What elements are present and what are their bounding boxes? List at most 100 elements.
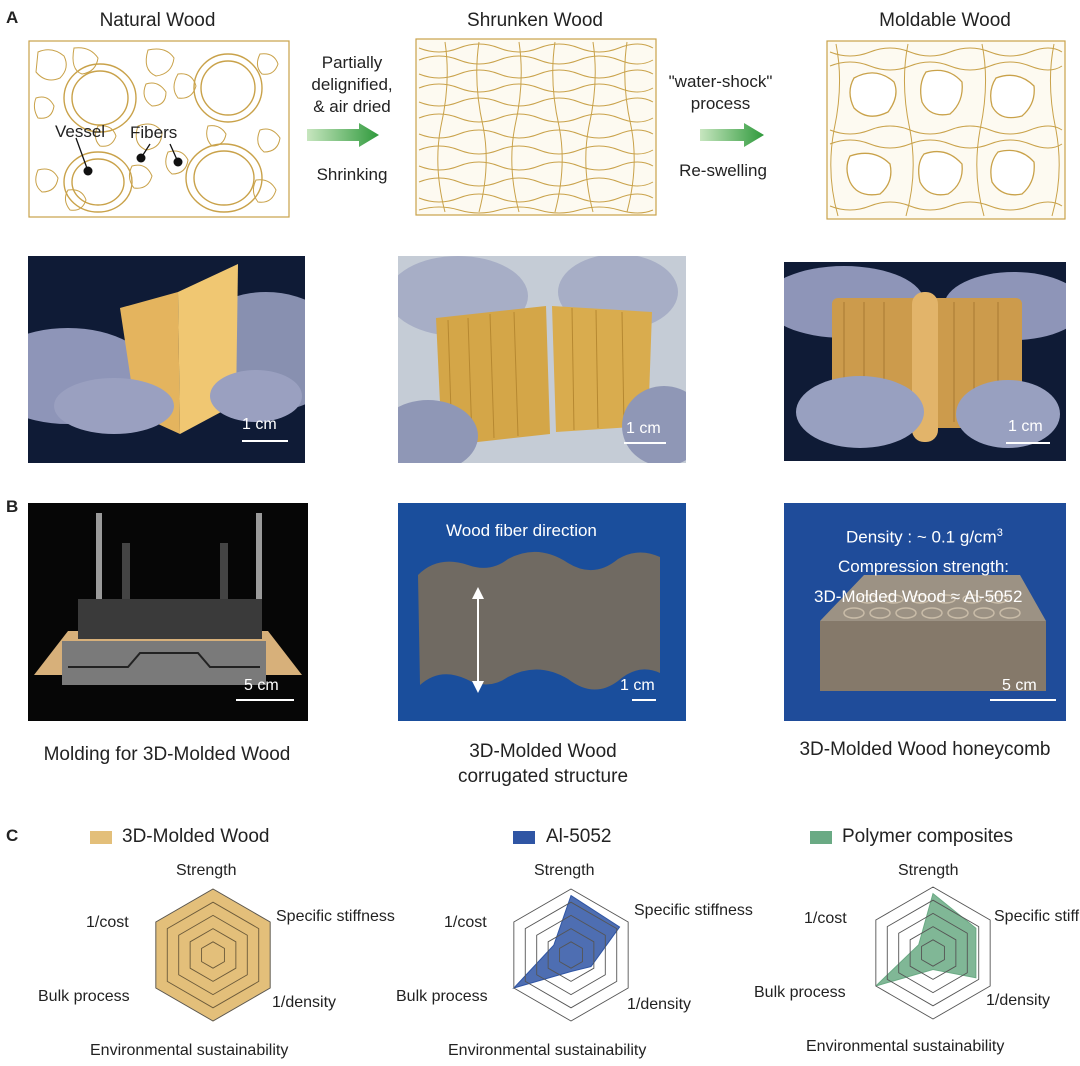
- step2-line-2: process: [690, 94, 751, 113]
- axis-strength-2: Strength: [534, 862, 595, 879]
- axis-cost-2: 1/cost: [444, 914, 487, 931]
- corrugated-caption-line-2: corrugated structure: [457, 766, 629, 787]
- re-swelling-arrow-icon: [700, 123, 764, 147]
- wood-fiber-direction-label: Wood fiber direction: [446, 521, 597, 540]
- mold-image: [34, 513, 302, 685]
- radar-series-1: [512, 894, 621, 989]
- corrugated-image: [418, 551, 660, 693]
- natural-wood-schematic: [28, 40, 290, 218]
- corrugated-caption-line-1: 3D-Molded Wood: [469, 741, 617, 762]
- shrinking-arrow-icon: [307, 123, 379, 147]
- radar-grid-ring-1-0: [559, 941, 583, 969]
- moldable-wood-title: Moldable Wood: [879, 10, 1011, 31]
- shrunken-wood-schematic: [415, 38, 657, 216]
- scale-bar-line-a1: [242, 440, 288, 442]
- legend-swatch-wood: [90, 831, 112, 844]
- density-label: Density : ~ 0.1 g/cm3: [846, 527, 1003, 548]
- compression-strength-label: Compression strength:: [838, 557, 1010, 576]
- shrinking-label: Shrinking: [316, 165, 388, 184]
- honeycomb-image: [820, 575, 1046, 691]
- vessel-label: Vessel: [55, 122, 106, 141]
- axis-bulk-process-2: Bulk process: [396, 988, 488, 1005]
- radar-grid-ring-0-3: [166, 901, 260, 1009]
- density-exponent: 3: [996, 527, 1003, 539]
- scale-bar-line-b1: [236, 699, 294, 701]
- mold-caption: Molding for 3D-Molded Wood: [43, 744, 291, 765]
- corrugated-photo: Wood fiber direction 1 cm: [398, 503, 686, 721]
- moldable-wood-fold-image: [784, 266, 1066, 448]
- axis-density-2: 1/density: [627, 996, 692, 1013]
- radar-grid-ring-0-1: [189, 928, 237, 982]
- radar-grid-ring-0-0: [201, 941, 225, 969]
- corrugated-caption: 3D-Molded Wood corrugated structure: [398, 739, 688, 789]
- shrunken-wood-break-photo: 1 cm: [398, 256, 686, 463]
- radar-chart-polymer: [875, 886, 991, 1020]
- scale-bar-line-b2: [632, 699, 656, 701]
- radar-chart-wood: [155, 888, 271, 1022]
- moldable-wood-fold-photo: 1 cm: [784, 262, 1066, 461]
- radar-series-2: [875, 892, 977, 987]
- radar-grid-ring-1-3: [524, 901, 618, 1009]
- panel-a-label: A: [6, 8, 19, 27]
- axis-bulk-process-1: Bulk process: [38, 988, 130, 1005]
- axis-strength-3: Strength: [898, 862, 959, 879]
- radar-series-0: [155, 888, 271, 1022]
- scale-bar-line-a3: [1006, 442, 1050, 444]
- radar-grid-ring-1-1: [547, 928, 595, 982]
- fibers-label: Fibers: [130, 123, 178, 142]
- compression-comparison-label: 3D-Molded Wood ≈ Al-5052: [814, 587, 1023, 606]
- axis-strength-1: Strength: [176, 862, 237, 879]
- radar-grid-ring-1-2: [536, 914, 606, 996]
- scale-bar-1cm-a2: 1 cm: [626, 420, 661, 437]
- radar-grid-ring-0-4: [155, 888, 271, 1022]
- step1-line-2: delignified,: [311, 75, 393, 94]
- axis-env-sustainability-1: Environmental sustainability: [90, 1042, 289, 1059]
- axis-cost-3: 1/cost: [804, 910, 847, 927]
- honeycomb-caption: 3D-Molded Wood honeycomb: [799, 739, 1051, 760]
- step2-description: "water-shock" process: [663, 71, 778, 115]
- scale-bar-1cm-a1: 1 cm: [242, 416, 277, 433]
- scale-bar-5cm-b1: 5 cm: [244, 677, 279, 694]
- axis-env-sustainability-2: Environmental sustainability: [448, 1042, 647, 1059]
- step1-description: Partially delignified, & air dried: [292, 52, 412, 118]
- radar-grid-ring-2-3: [886, 899, 980, 1007]
- scale-bar-line-b3: [990, 699, 1056, 701]
- radar-grid-ring-0-2: [178, 914, 248, 996]
- axis-specific-stiffness-1: Specific stiffness: [276, 908, 395, 925]
- scale-bar-1cm-a3: 1 cm: [1008, 418, 1043, 435]
- panel-c-label: C: [6, 826, 19, 845]
- step1-line-1: Partially: [321, 53, 383, 72]
- mold-photo: 5 cm: [28, 503, 308, 721]
- legend-label-wood: 3D-Molded Wood: [122, 826, 270, 847]
- re-swelling-label: Re-swelling: [679, 161, 767, 180]
- moldable-wood-schematic: [826, 40, 1066, 220]
- honeycomb-photo: Density : ~ 0.1 g/cm3 Compression streng…: [784, 503, 1066, 721]
- axis-density-1: 1/density: [272, 994, 337, 1011]
- scale-bar-1cm-b2: 1 cm: [620, 677, 655, 694]
- legend-label-polymer: Polymer composites: [842, 826, 1014, 847]
- scale-bar-line-a2: [624, 442, 666, 444]
- axis-cost-1: 1/cost: [86, 914, 129, 931]
- radar-grid-ring-1-4: [513, 888, 629, 1022]
- legend-label-al: Al-5052: [546, 826, 612, 847]
- step2-line-1: "water-shock": [668, 72, 773, 91]
- radar-grid-ring-2-1: [909, 926, 957, 980]
- axis-specific-stiffness-3: Specific stiffness: [994, 908, 1080, 925]
- scale-bar-5cm-b3: 5 cm: [1002, 677, 1037, 694]
- radar-grid-ring-2-2: [898, 912, 968, 994]
- natural-wood-title: Natural Wood: [99, 10, 216, 31]
- density-text: Density : ~ 0.1 g/cm: [846, 527, 997, 547]
- radar-grid-ring-2-0: [921, 939, 945, 967]
- radar-chart-al: [512, 888, 629, 1022]
- axis-specific-stiffness-2: Specific stiffness: [634, 902, 753, 919]
- legend-swatch-al: [513, 831, 535, 844]
- natural-wood-fold-photo: 1 cm: [28, 256, 305, 463]
- step1-line-3: & air dried: [313, 97, 391, 116]
- panel-b-label: B: [6, 497, 19, 516]
- axis-bulk-process-3: Bulk process: [754, 984, 846, 1001]
- natural-wood-fold-image: [28, 264, 305, 434]
- legend-swatch-polymer: [810, 831, 832, 844]
- axis-density-3: 1/density: [986, 992, 1051, 1009]
- shrunken-wood-title: Shrunken Wood: [467, 10, 603, 31]
- axis-env-sustainability-3: Environmental sustainability: [806, 1038, 1005, 1055]
